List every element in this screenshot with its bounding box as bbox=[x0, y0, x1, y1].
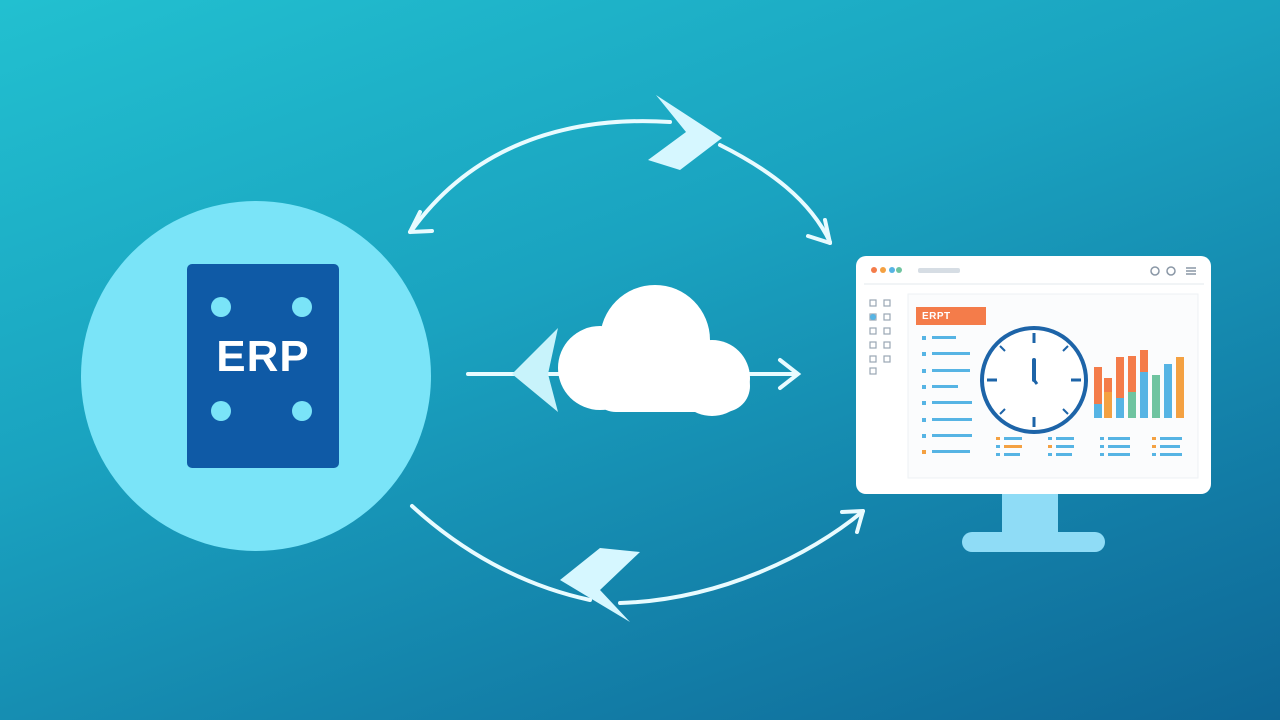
erp-label: ERP bbox=[216, 332, 310, 381]
erp-card-dot-tl bbox=[211, 297, 231, 317]
erp-card-dot-tr bbox=[292, 297, 312, 317]
monitor-icon bbox=[856, 256, 1211, 552]
sync-arrow-icon-bottom bbox=[410, 504, 865, 605]
erp-card-dot-br bbox=[292, 401, 312, 421]
sync-arrowhead-top bbox=[648, 95, 722, 170]
sync-arrowhead-bottom bbox=[560, 548, 640, 622]
sync-arrow-icon-top bbox=[408, 119, 832, 245]
clock-icon bbox=[980, 326, 1088, 434]
mini-bar-chart bbox=[1094, 350, 1184, 418]
cloud-icon bbox=[558, 285, 750, 416]
screen-tab-label: ERPT bbox=[922, 311, 951, 322]
erp-card-dot-bl bbox=[211, 401, 231, 421]
cloud-arrowhead-left bbox=[512, 328, 558, 412]
